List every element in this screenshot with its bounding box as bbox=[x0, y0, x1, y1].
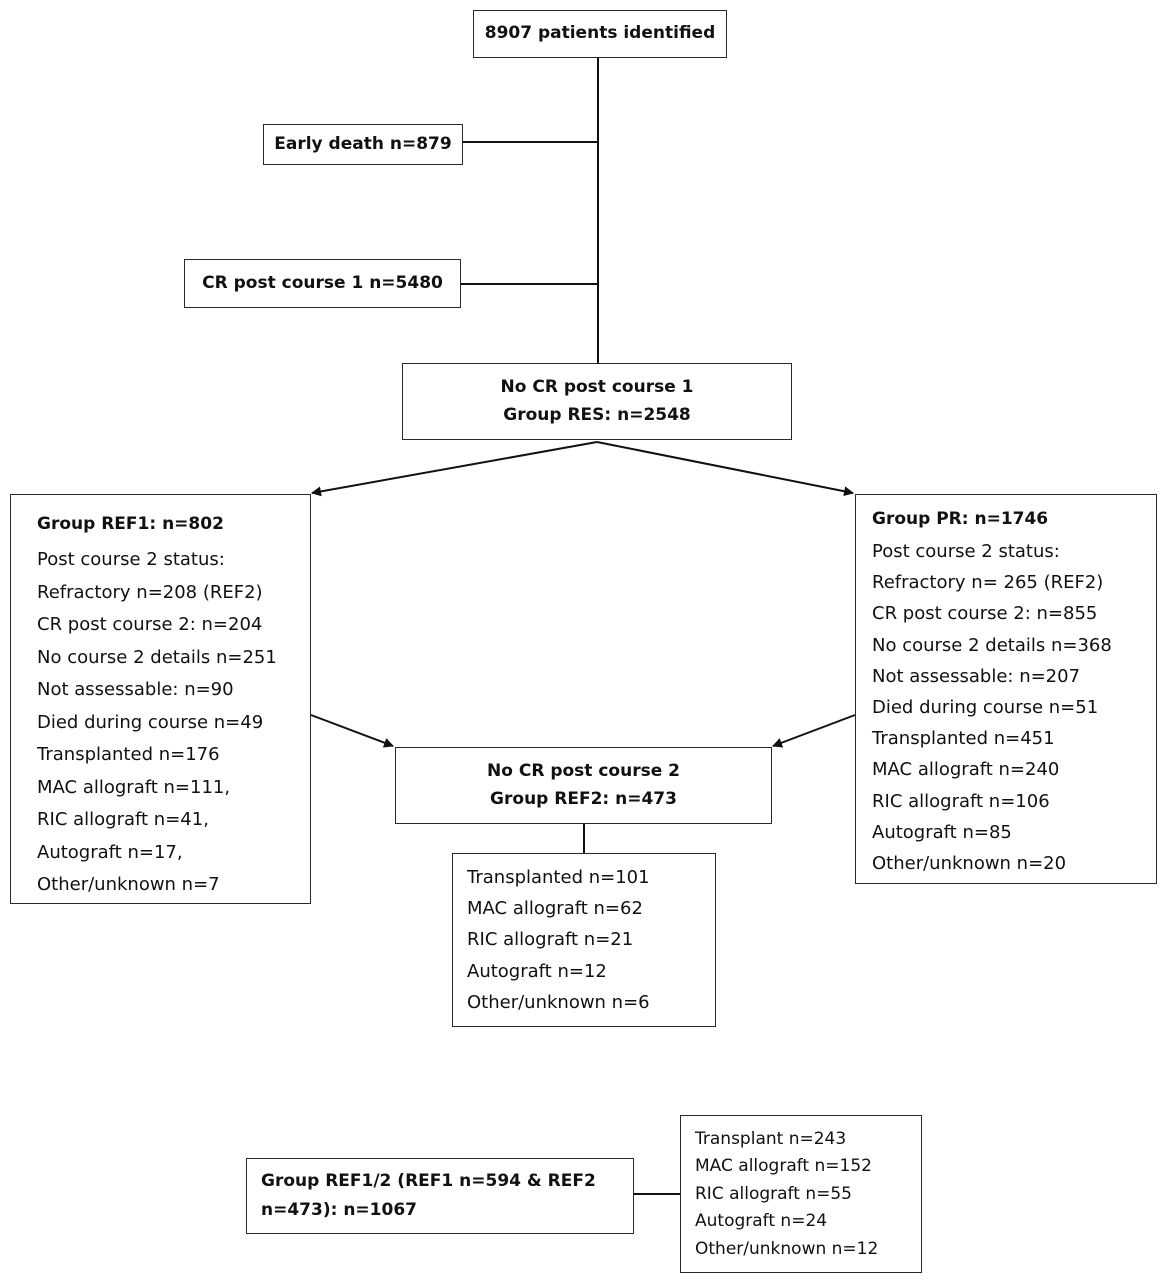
res-line2: Group RES: n=2548 bbox=[503, 405, 691, 425]
cr-post-course1-box: CR post course 1 n=5480 bbox=[184, 259, 461, 308]
detail-line: MAC allograft n=240 bbox=[872, 759, 1060, 781]
detail-line: RIC allograft n=21 bbox=[467, 929, 634, 951]
detail-line: Autograft n=12 bbox=[467, 960, 607, 982]
identified-box: 8907 patients identified bbox=[473, 10, 727, 58]
early-death-box: Early death n=879 bbox=[263, 124, 463, 165]
res-box: No CR post course 1 Group RES: n=2548 bbox=[402, 363, 792, 440]
identified-label: 8907 patients identified bbox=[484, 23, 716, 43]
detail-line: Transplant n=243 bbox=[695, 1129, 847, 1149]
ref2-line2: Group REF2: n=473 bbox=[490, 789, 677, 809]
early-death-label: Early death n=879 bbox=[274, 134, 452, 154]
ref1-title: Group REF1: n=802 bbox=[37, 514, 224, 534]
arrow-pr-to-ref2 bbox=[772, 714, 856, 748]
detail-line: No course 2 details n=251 bbox=[37, 646, 277, 668]
ref1-details: Post course 2 status: Refractory n=208 (R… bbox=[37, 544, 310, 902]
detail-line: Died during course n=49 bbox=[37, 711, 264, 733]
pr-details: Post course 2 status: Refractory n= 265 (… bbox=[872, 536, 1156, 879]
detail-line: Other/unknown n=20 bbox=[872, 853, 1067, 875]
detail-line: Autograft n=17, bbox=[37, 841, 183, 863]
ref2-box: No CR post course 2 Group REF2: n=473 bbox=[395, 747, 772, 824]
detail-line: MAC allograft n=152 bbox=[695, 1156, 872, 1177]
detail-line: Transplanted n=451 bbox=[872, 728, 1055, 750]
ref1-box: Group REF1: n=802 Post course 2 status: R… bbox=[10, 494, 311, 904]
detail-line: RIC allograft n=41, bbox=[37, 809, 209, 830]
arrow-to-pr bbox=[596, 441, 854, 497]
detail-line: CR post course 2: n=855 bbox=[872, 603, 1098, 625]
detail-line: Autograft n=24 bbox=[695, 1211, 828, 1232]
detail-line: No course 2 details n=368 bbox=[872, 634, 1112, 656]
detail-line: MAC allograft n=111, bbox=[37, 776, 231, 798]
arrow-to-ref1 bbox=[311, 441, 598, 497]
detail-line: Other/unknown n=7 bbox=[37, 874, 220, 895]
detail-line: RIC allograft n=106 bbox=[872, 790, 1050, 812]
detail-line: Died during course n=51 bbox=[872, 697, 1099, 719]
ref2-line1: No CR post course 2 bbox=[487, 761, 680, 781]
detail-line: Refractory n=208 (REF2) bbox=[37, 581, 263, 603]
detail-line: CR post course 2: n=204 bbox=[37, 614, 263, 635]
detail-line: Transplanted n=176 bbox=[37, 744, 220, 765]
detail-line: Post course 2 status: bbox=[37, 549, 225, 570]
detail-line: Other/unknown n=12 bbox=[695, 1238, 879, 1259]
detail-line: Post course 2 status: bbox=[872, 541, 1060, 562]
arrow-ref1-to-ref2 bbox=[310, 714, 394, 748]
cr-post-course1-label: CR post course 1 n=5480 bbox=[202, 273, 443, 293]
detail-line: Refractory n= 265 (REF2) bbox=[872, 572, 1104, 594]
ref12-line1: Group REF1/2 (REF1 n=594 & REF2 bbox=[261, 1171, 596, 1191]
detail-line: Not assessable: n=207 bbox=[872, 665, 1081, 687]
detail-line: Not assessable: n=90 bbox=[37, 679, 234, 700]
detail-line: Other/unknown n=6 bbox=[467, 991, 650, 1013]
res-line1: No CR post course 1 bbox=[500, 377, 694, 397]
detail-line: Transplanted n=101 bbox=[467, 867, 650, 888]
detail-line: Autograft n=85 bbox=[872, 821, 1012, 843]
pr-box: Group PR: n=1746 Post course 2 status: Re… bbox=[855, 494, 1157, 884]
detail-line: MAC allograft n=62 bbox=[467, 898, 643, 920]
detail-line: RIC allograft n=55 bbox=[695, 1183, 852, 1204]
pr-title: Group PR: n=1746 bbox=[872, 509, 1049, 529]
ref12-line2: n=473): n=1067 bbox=[261, 1200, 417, 1220]
ref12-box: Group REF1/2 (REF1 n=594 & REF2 n=473): … bbox=[246, 1158, 634, 1234]
